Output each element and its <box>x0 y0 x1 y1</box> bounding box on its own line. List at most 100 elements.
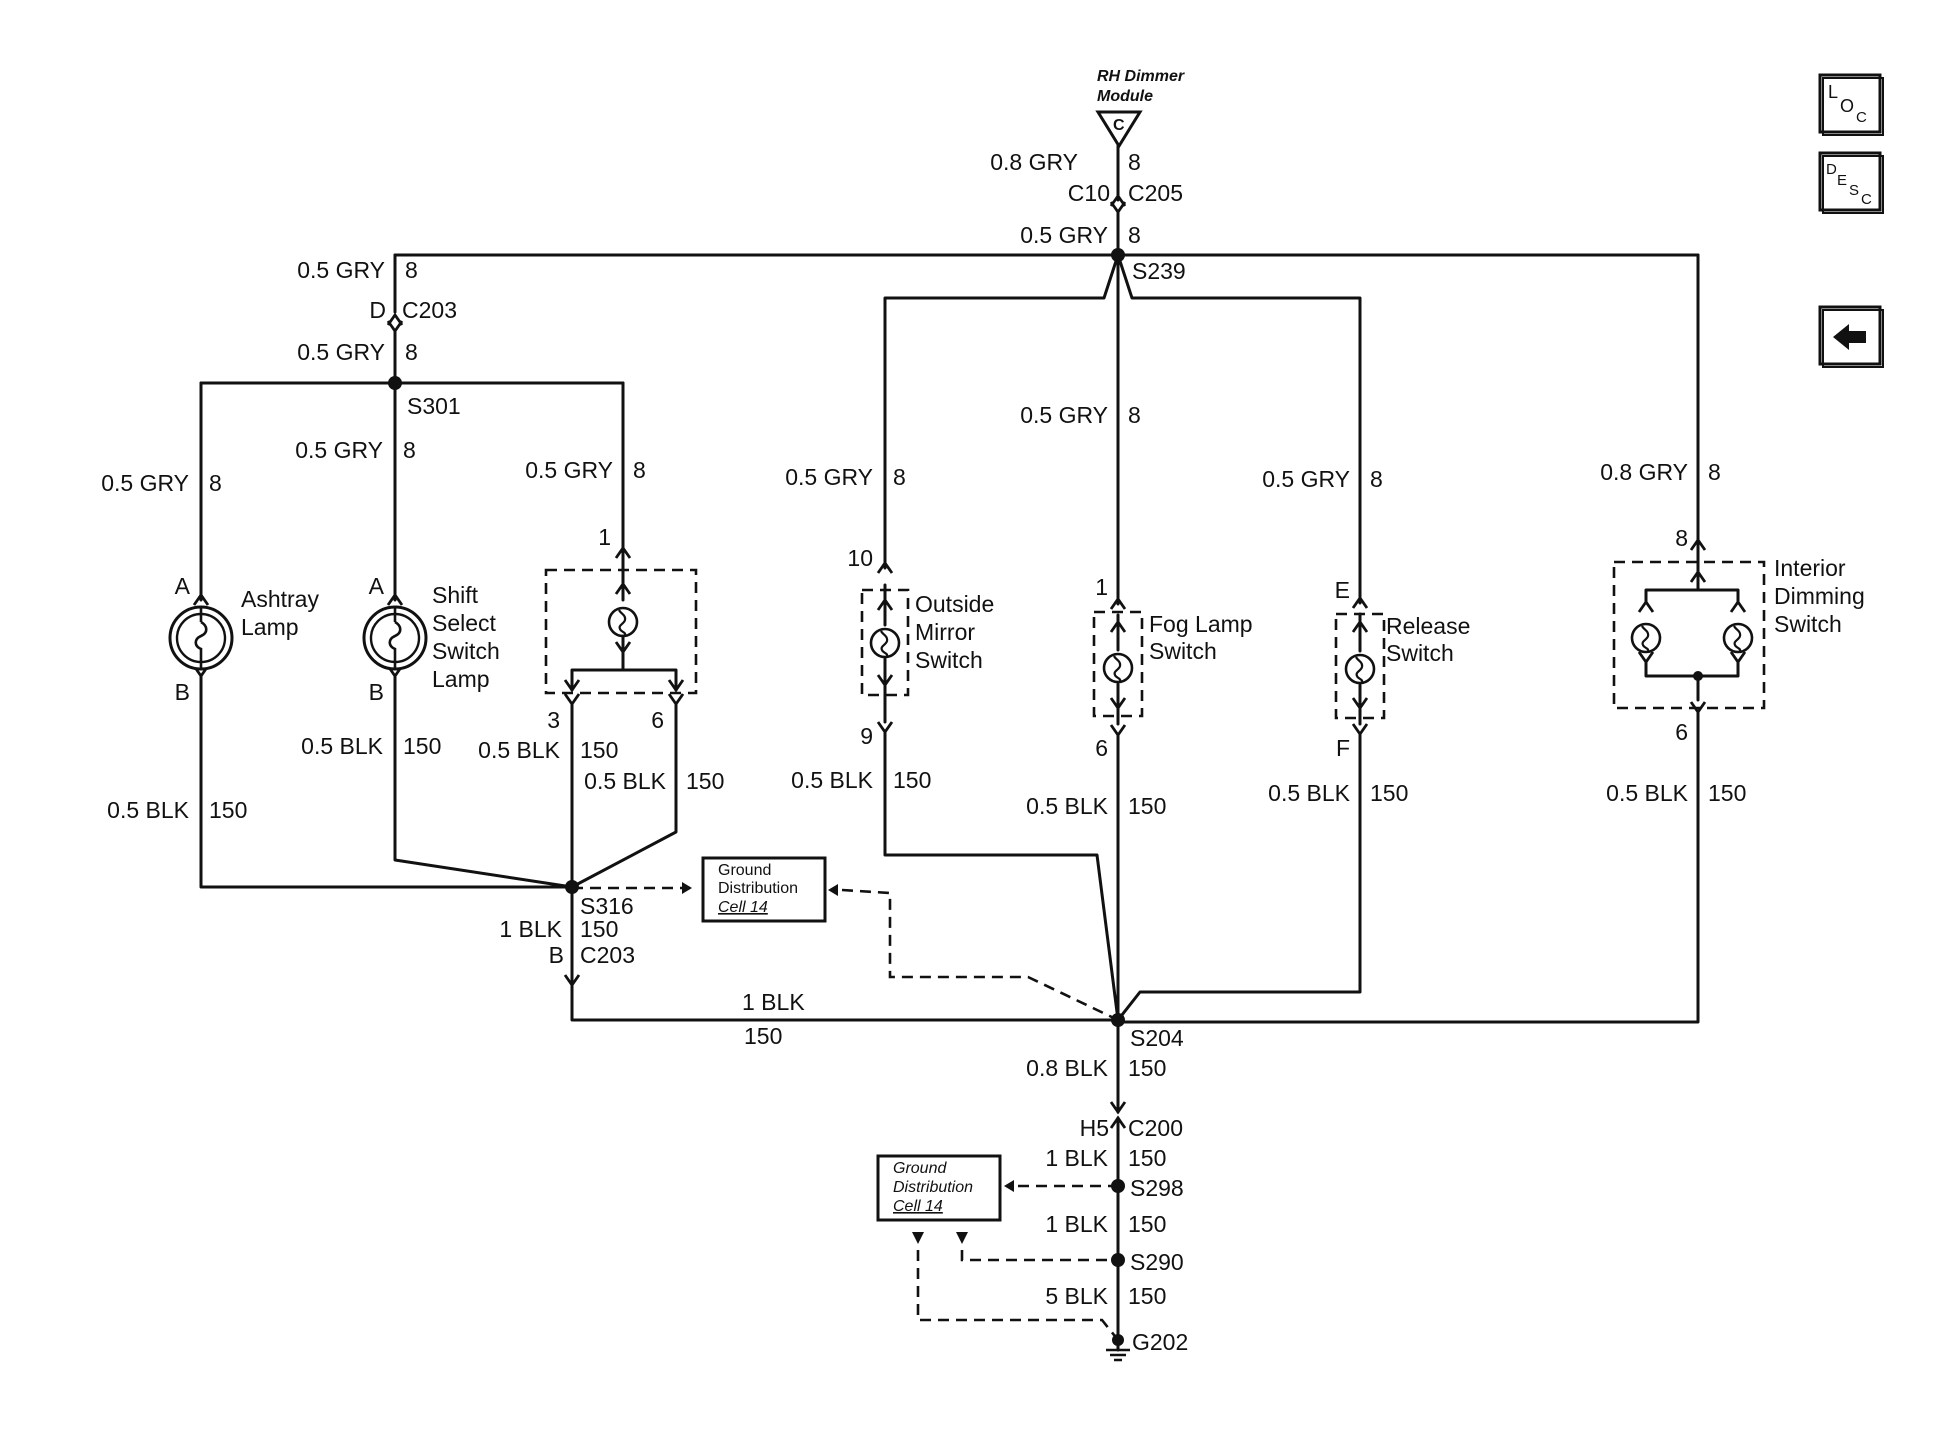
module-pin-c: C <box>1113 117 1125 134</box>
connector-pin: 3 <box>547 707 560 733</box>
svg-text:L: L <box>1828 82 1838 102</box>
splice-s290 <box>1111 1253 1125 1267</box>
circuit-number: 150 <box>1128 1055 1166 1081</box>
component-label: Release <box>1386 613 1470 639</box>
wire-label: 0.5 BLK <box>1606 780 1688 806</box>
wire-label: 0.5 BLK <box>478 737 560 763</box>
splice-s298 <box>1111 1179 1125 1193</box>
circuit-number: 150 <box>1128 1211 1166 1237</box>
circuit-number: 150 <box>1708 780 1746 806</box>
component-label: Ashtray <box>241 586 319 612</box>
circuit-number: 8 <box>633 457 646 483</box>
circuit-number: 8 <box>1370 466 1383 492</box>
circuit-number: 150 <box>403 733 441 759</box>
ground-distribution-box-1[interactable]: Ground Distribution Cell 14 <box>701 856 827 923</box>
circuit-number: 150 <box>744 1023 782 1049</box>
splice-s204 <box>1111 1013 1125 1027</box>
s316-to-s204-wire <box>570 983 1120 1022</box>
wire-label: 0.5 GRY <box>525 457 613 483</box>
fog-switch-bulb <box>1102 652 1134 684</box>
component-label: Switch <box>1149 638 1217 664</box>
release-ground-wire <box>1116 732 1362 1022</box>
fog-lamp-switch <box>1092 610 1144 726</box>
wire-label: 0.5 BLK <box>1268 780 1350 806</box>
svg-text:S: S <box>1849 182 1859 199</box>
wire-label: 0.5 GRY <box>295 437 383 463</box>
connector-pin: 8 <box>1675 525 1688 551</box>
component-label: Switch <box>432 638 500 664</box>
circuit-number: 8 <box>893 464 906 490</box>
hazard-pin6-ground-wire <box>570 702 678 889</box>
svg-text:E: E <box>1837 172 1847 189</box>
circuit-number: 8 <box>209 470 222 496</box>
connector-pin: H5 <box>1080 1115 1109 1141</box>
svg-text:O: O <box>1840 96 1854 116</box>
wire-label: 0.5 BLK <box>107 797 189 823</box>
mirror-switch-bulb <box>869 627 901 659</box>
connector-pin: C10 <box>1068 180 1110 206</box>
circuit-number: 150 <box>893 767 931 793</box>
connector-pin: A <box>369 573 385 599</box>
circuit-number: 150 <box>1128 793 1166 819</box>
ground-label: G202 <box>1132 1329 1188 1355</box>
component-label: Dimming <box>1774 583 1865 609</box>
wire-label: 0.5 GRY <box>1020 222 1108 248</box>
ground-distribution-link-2[interactable]: Cell 14 <box>893 1198 943 1215</box>
wire-label: 0.8 GRY <box>990 149 1078 175</box>
connector-pin: E <box>1335 577 1350 603</box>
connector-pin: B <box>369 679 384 705</box>
circuit-number: 150 <box>1128 1283 1166 1309</box>
wires <box>192 144 1707 1342</box>
connector-label: C205 <box>1128 180 1183 206</box>
ground-symbol <box>1106 1338 1130 1362</box>
circuit-number: 8 <box>403 437 416 463</box>
svg-text:C: C <box>1856 109 1867 126</box>
wire-label: 1 BLK <box>1045 1145 1108 1171</box>
interior-switch-bulb-1 <box>1630 622 1662 654</box>
connector-pin: 1 <box>1095 574 1108 600</box>
hazard-switch <box>544 551 698 695</box>
release-feed-wire <box>1116 253 1362 605</box>
splice-label: S301 <box>407 393 461 419</box>
component-label: Fog Lamp <box>1149 611 1253 637</box>
wire-label: 1 BLK <box>1045 1211 1108 1237</box>
back-button[interactable] <box>1818 305 1884 368</box>
ground-distribution-link-1[interactable]: Cell 14 <box>718 899 768 916</box>
mirror-feed-wire <box>883 253 1120 570</box>
interior-switch-bulb-2 <box>1722 622 1754 654</box>
wire-label: 5 BLK <box>1045 1283 1108 1309</box>
connector-label: C203 <box>402 297 457 323</box>
shift-select-switch-lamp <box>362 605 428 671</box>
rh-dimmer-module: RH Dimmer Module C <box>1095 68 1185 149</box>
wire-label: 0.5 GRY <box>297 257 385 283</box>
desc-button[interactable]: D E S C <box>1818 151 1884 214</box>
splice-label: S298 <box>1130 1175 1184 1201</box>
interior-ground-wire <box>1116 710 1700 1024</box>
wire-label: 0.5 BLK <box>791 767 873 793</box>
connector-pin: 1 <box>598 524 611 550</box>
arrow-left-icon <box>1833 324 1866 350</box>
wire-label: 0.5 BLK <box>301 733 383 759</box>
connector-pin: A <box>175 573 191 599</box>
circuit-number: 150 <box>686 768 724 794</box>
circuit-number: 8 <box>1128 149 1141 175</box>
release-switch <box>1334 612 1386 726</box>
circuit-number: 150 <box>580 916 618 942</box>
connector-pin: 9 <box>860 723 873 749</box>
splice-label: S239 <box>1132 258 1186 284</box>
wire-label: 0.5 BLK <box>584 768 666 794</box>
ground-distribution-box-2[interactable]: Ground Distribution Cell 14 <box>876 1154 1002 1222</box>
circuit-number: 150 <box>1128 1145 1166 1171</box>
svg-text:Distribution: Distribution <box>718 880 798 897</box>
wire-label: 0.5 GRY <box>101 470 189 496</box>
component-label: Switch <box>1774 611 1842 637</box>
module-name-2: Module <box>1097 88 1153 105</box>
component-label: Shift <box>432 582 479 608</box>
loc-button[interactable]: L O C <box>1818 73 1884 136</box>
wire-label: 1 BLK <box>742 989 805 1015</box>
connector-pin: 6 <box>651 707 664 733</box>
circuit-number: 150 <box>580 737 618 763</box>
wire-label: 0.8 BLK <box>1026 1055 1108 1081</box>
outside-mirror-switch <box>860 583 910 724</box>
